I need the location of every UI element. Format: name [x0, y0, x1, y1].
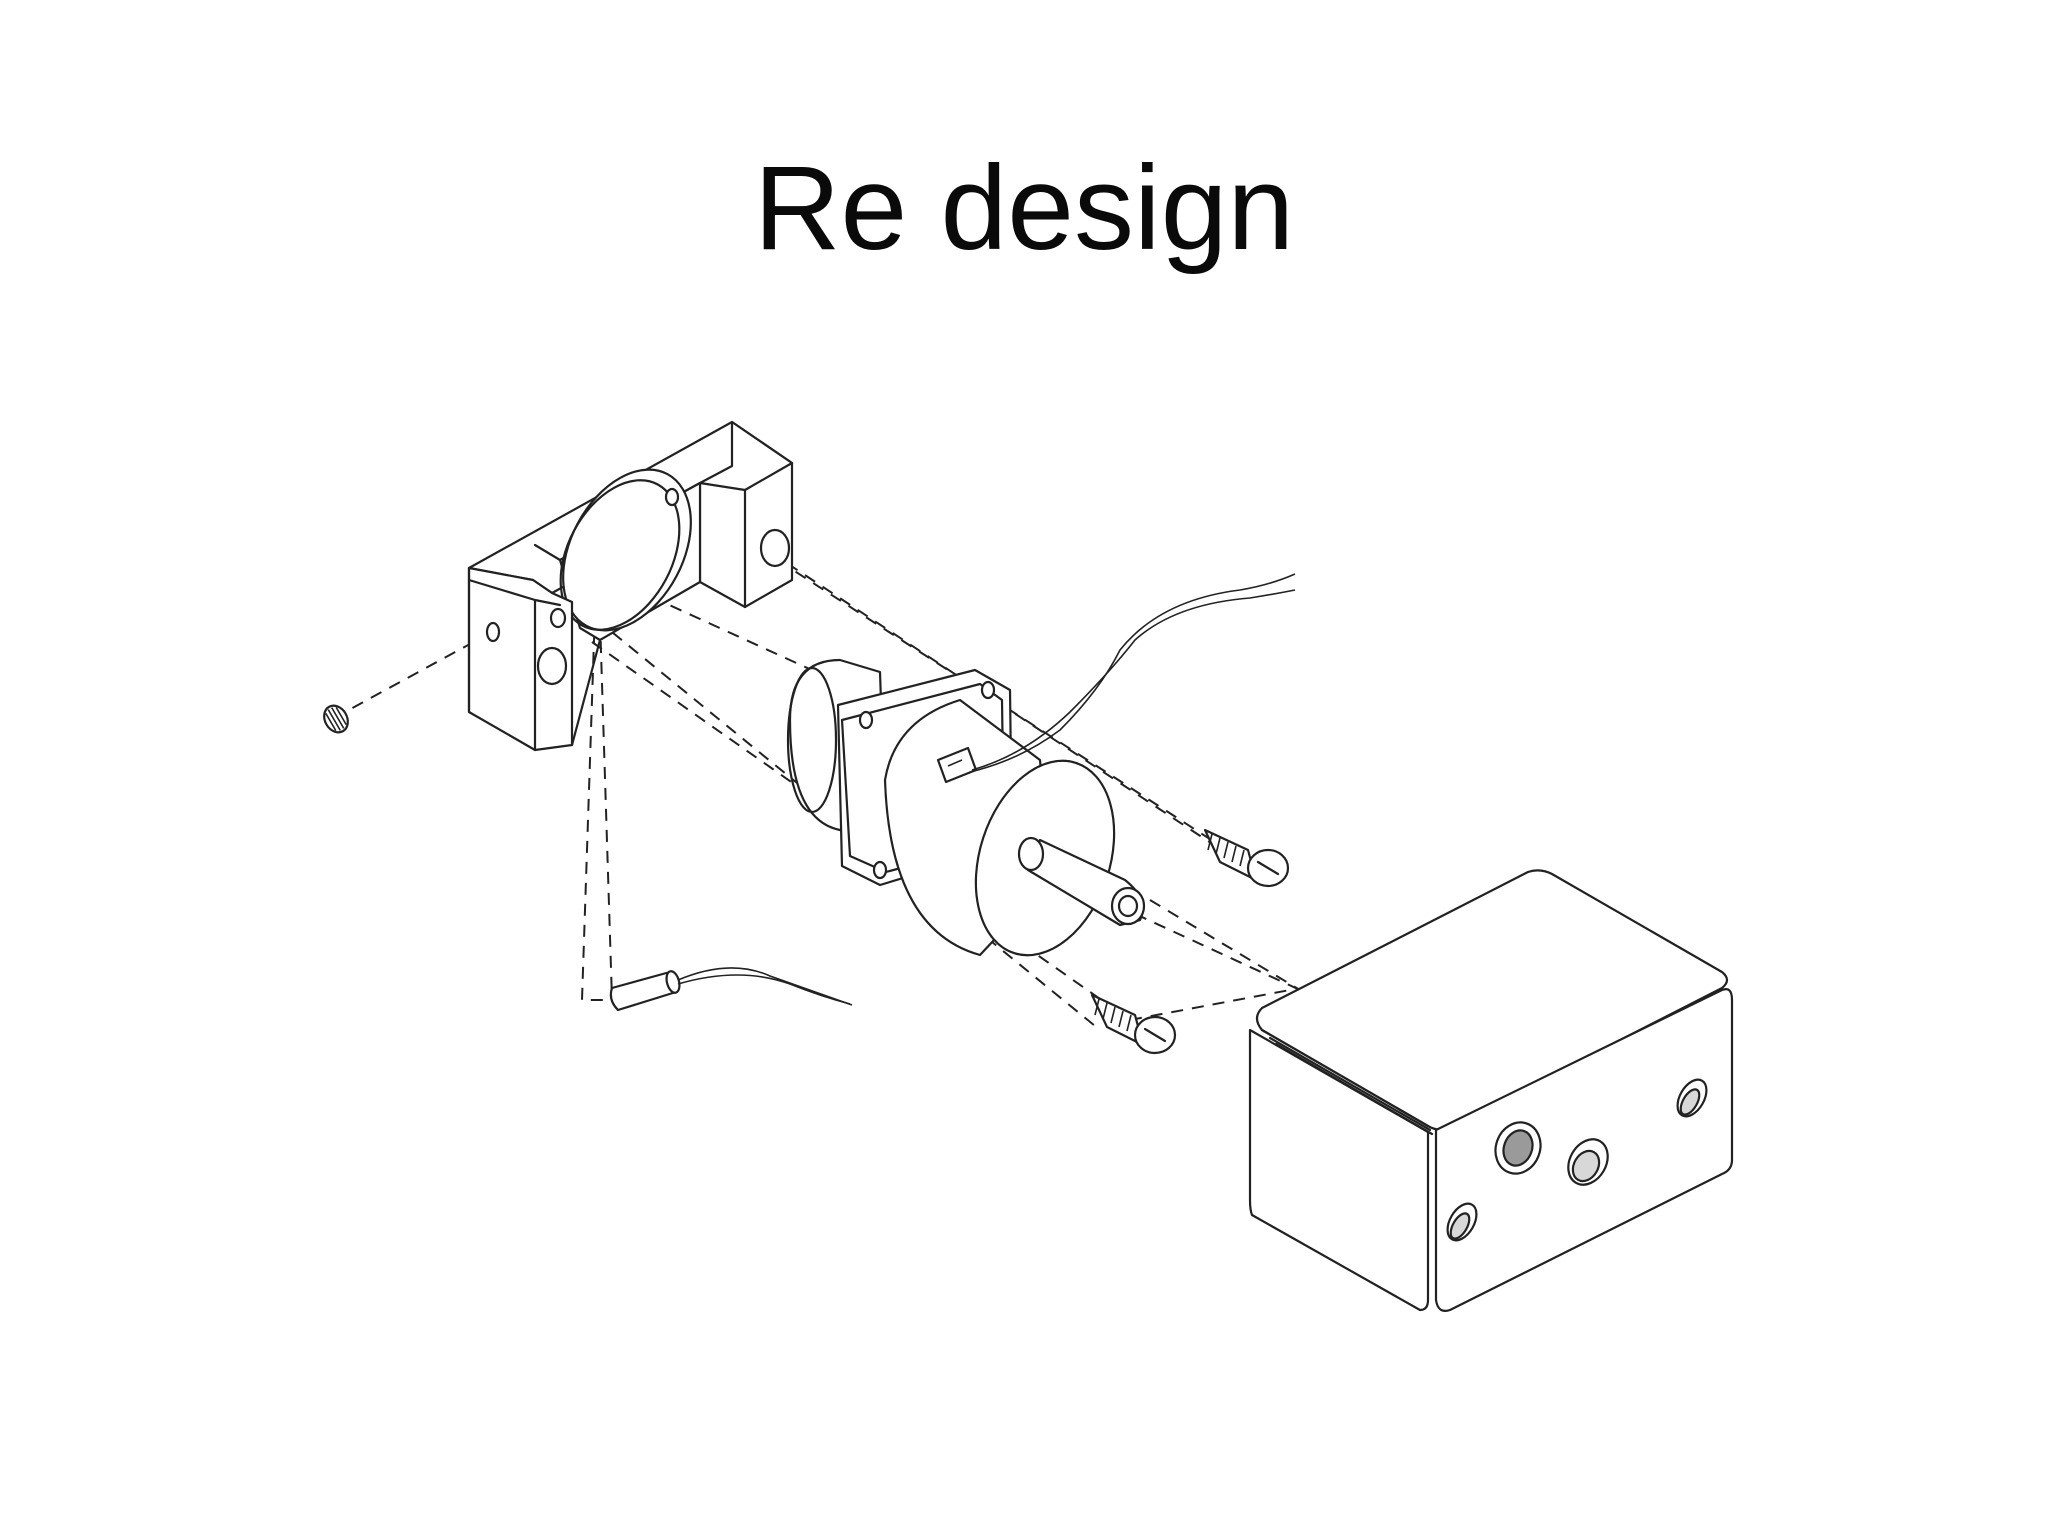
sensor-cartridge: [609, 967, 853, 1012]
set-screw: [323, 704, 349, 734]
mounting-screw-lower: [1090, 993, 1177, 1055]
motor: [786, 573, 1296, 957]
slide-title: Re design: [753, 141, 1295, 275]
housing-block: [1248, 869, 1734, 1312]
mounting-screw-upper: [1203, 828, 1290, 888]
bracket: [467, 420, 794, 752]
